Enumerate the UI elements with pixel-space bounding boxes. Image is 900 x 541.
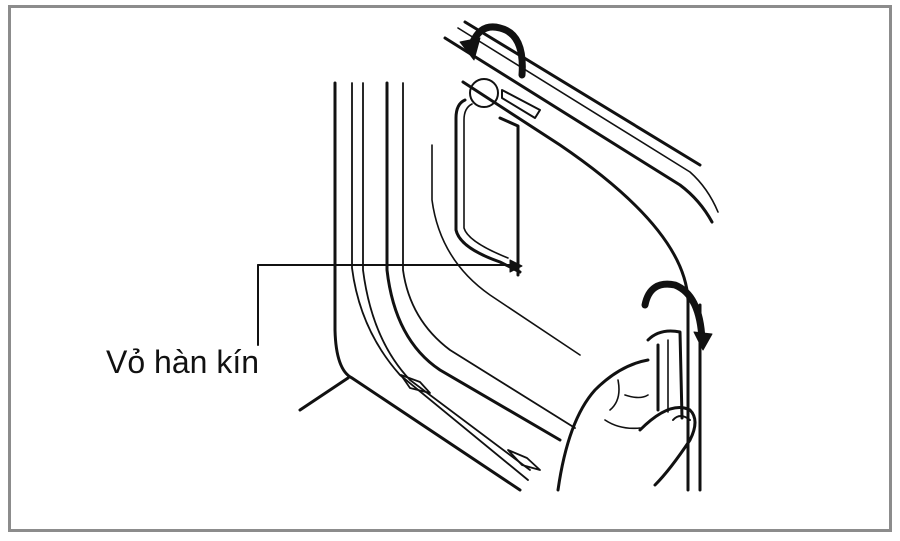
- rotate-arrow-right-icon: [641, 280, 713, 351]
- leader-line: [257, 259, 523, 346]
- hand-icon: [556, 329, 697, 492]
- seal-gasket: [454, 78, 541, 277]
- seal-label: Vỏ hàn kín: [106, 344, 259, 380]
- rotate-arrow-top-icon: [459, 23, 526, 79]
- cabinet-frame-lines: [298, 81, 581, 492]
